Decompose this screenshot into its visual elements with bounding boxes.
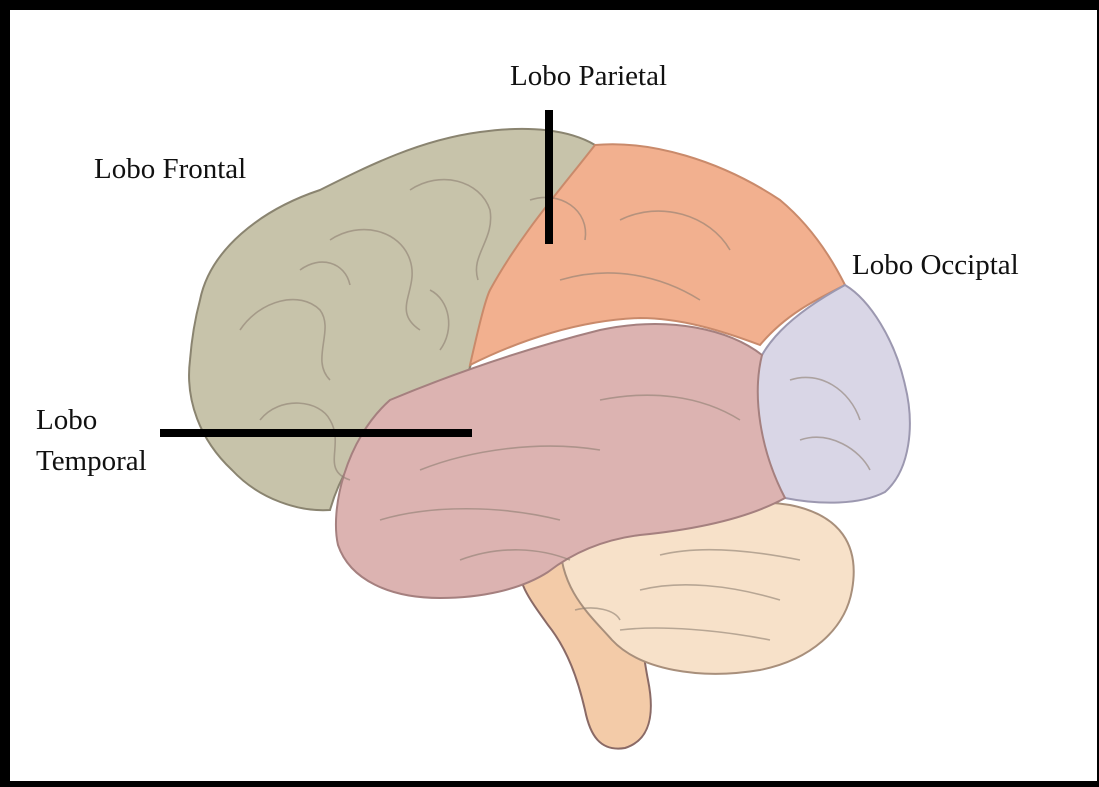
- label-parietal-lobe: Lobo Parietal: [510, 62, 667, 91]
- label-temporal-line2: Temporal: [36, 441, 147, 482]
- label-occipital-lobe: Lobo Occiptal: [852, 251, 1019, 280]
- label-temporal-lobe: Lobo Temporal: [36, 400, 147, 482]
- label-frontal-lobe: Lobo Frontal: [94, 155, 246, 184]
- label-temporal-line1: Lobo: [36, 400, 147, 441]
